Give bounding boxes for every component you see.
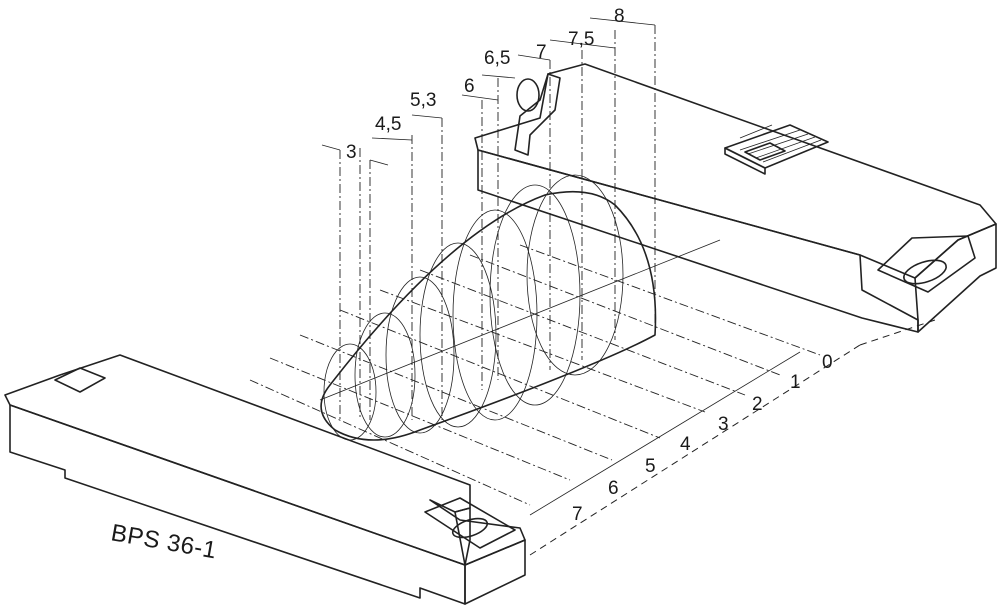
actuator-front-face [9, 404, 466, 605]
distance-label-6: 6 [608, 478, 619, 499]
reader-back-recess [877, 235, 976, 293]
dim-label-7: 7 [536, 42, 547, 63]
actuator-left-notch [54, 367, 106, 393]
actuator-front [4, 354, 526, 605]
actuator-recess-wall [454, 507, 471, 566]
top-dimension-labels: 3 4,5 5,3 6 6,5 7 7,5 8 [346, 6, 625, 163]
distance-grid [249, 244, 936, 556]
actuator-top-face [4, 354, 526, 566]
distance-labels: 0 1 2 3 4 5 6 7 [572, 352, 833, 525]
reader-back-front-face [477, 149, 919, 333]
dim-label-8: 8 [614, 6, 625, 27]
distance-label-1: 1 [790, 372, 801, 393]
distance-label-4: 4 [680, 434, 691, 455]
distance-label-3: 3 [718, 414, 729, 435]
actuator-mount-hole [451, 517, 489, 539]
reader-back-contact-plate [724, 124, 829, 175]
reader-back-mount-hole [903, 259, 947, 285]
dim-label-6-5: 6,5 [484, 48, 510, 69]
cone-surface [320, 190, 657, 441]
distance-label-5: 5 [645, 456, 656, 477]
dim-label-4-5: 4,5 [375, 114, 401, 135]
dimension-arrows [321, 17, 656, 166]
dim-label-5-3: 5,3 [410, 90, 436, 111]
actuator-end-face [464, 539, 526, 605]
distance-label-2: 2 [752, 394, 763, 415]
reader-back-slot-hole [516, 78, 540, 112]
dim-label-7-5: 7,5 [568, 29, 594, 50]
detection-cone [319, 174, 721, 441]
dim-label-6: 6 [464, 76, 475, 97]
actuator-recess [424, 497, 516, 549]
reader-back-end-face [914, 223, 997, 333]
distance-label-0: 0 [822, 352, 833, 373]
reader-head-back [474, 63, 997, 333]
distance-label-7: 7 [572, 504, 583, 525]
projection-lines [339, 25, 656, 420]
dim-label-3: 3 [346, 142, 357, 163]
model-label: BPS 36-1 [109, 519, 219, 564]
